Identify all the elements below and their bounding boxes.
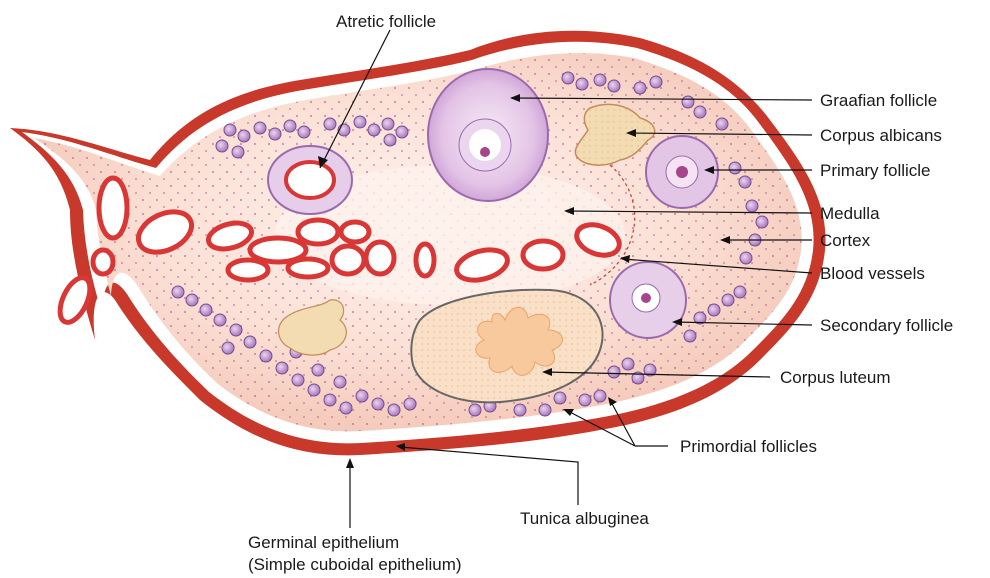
label-graafian-follicle: Graafian follicle bbox=[820, 91, 937, 110]
label-corpus-luteum: Corpus luteum bbox=[780, 368, 891, 387]
label-secondary-follicle: Secondary follicle bbox=[820, 316, 953, 335]
label-tunica-albuginea: Tunica albuginea bbox=[520, 509, 649, 528]
label-corpus-albicans: Corpus albicans bbox=[820, 126, 942, 145]
label-germinal-epithelium-note: (Simple cuboidal epithelium) bbox=[248, 555, 462, 574]
primary-follicle bbox=[646, 136, 718, 208]
graafian-follicle bbox=[428, 69, 548, 201]
label-primary-follicle: Primary follicle bbox=[820, 161, 931, 180]
label-medulla: Medulla bbox=[820, 204, 880, 223]
label-blood-vessels: Blood vessels bbox=[820, 264, 925, 283]
label-atretic-follicle: Atretic follicle bbox=[336, 12, 436, 31]
atretic-follicle bbox=[268, 146, 352, 214]
label-germinal-epithelium: Germinal epithelium bbox=[248, 533, 399, 552]
label-primordial-follicles: Primordial follicles bbox=[680, 437, 817, 456]
label-cortex: Cortex bbox=[820, 231, 871, 250]
secondary-follicle bbox=[610, 262, 686, 338]
